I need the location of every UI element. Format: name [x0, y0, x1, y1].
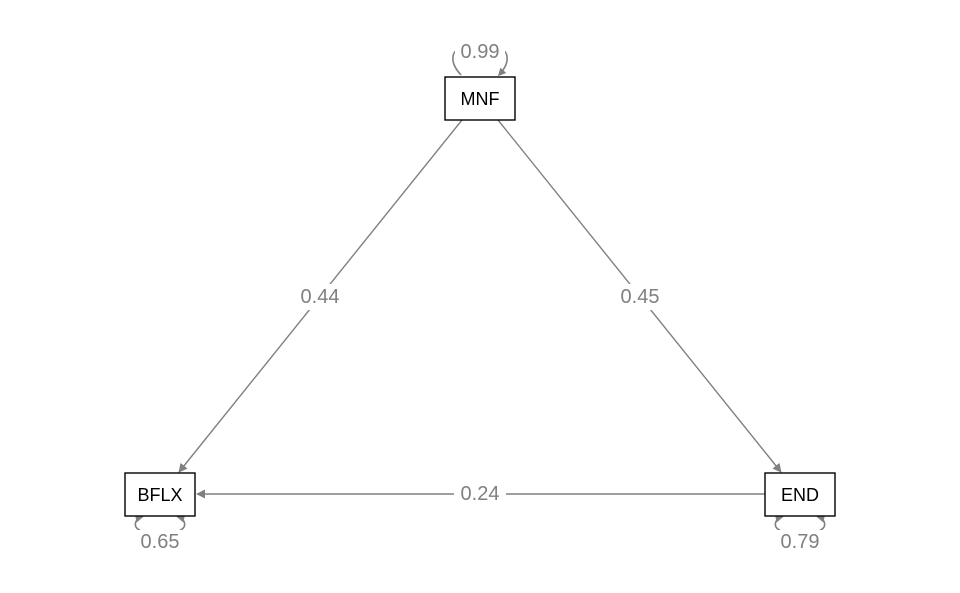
node-label-bflx: BFLX [137, 485, 182, 505]
variance-loop-arc-bflx-left [134, 514, 144, 531]
node-mnf: MNF [444, 76, 516, 121]
variance-loop-end: 0.79 [774, 514, 826, 554]
node-box-end [764, 472, 836, 517]
variance-label-end: 0.79 [781, 531, 820, 553]
edge-label-mnf-bflx: 0.44 [301, 286, 340, 308]
node-label-end: END [781, 485, 819, 505]
edge-label-end-bflx: 0.24 [461, 483, 500, 505]
node-box-mnf [444, 76, 516, 121]
edge-mnf-end: 0.45 [497, 119, 782, 473]
variance-label-mnf: 0.99 [461, 41, 500, 63]
node-box-bflx [124, 472, 196, 517]
node-bflx: BFLX [124, 472, 196, 517]
variance-label-bflx: 0.65 [141, 531, 180, 553]
node-label-mnf: MNF [461, 89, 500, 109]
variance-loop-arc-end-right [816, 514, 826, 531]
edge-label-mnf-end: 0.45 [621, 286, 660, 308]
variance-loop-bflx: 0.65 [134, 514, 186, 554]
variance-loop-mnf: 0.99 [452, 40, 508, 75]
edge-end-bflx: 0.24 [196, 481, 765, 507]
node-end: END [764, 472, 836, 517]
edge-mnf-bflx: 0.44 [178, 119, 463, 473]
variance-loop-arc-bflx-right [176, 514, 186, 531]
variance-loop-arc-end-left [774, 514, 784, 531]
